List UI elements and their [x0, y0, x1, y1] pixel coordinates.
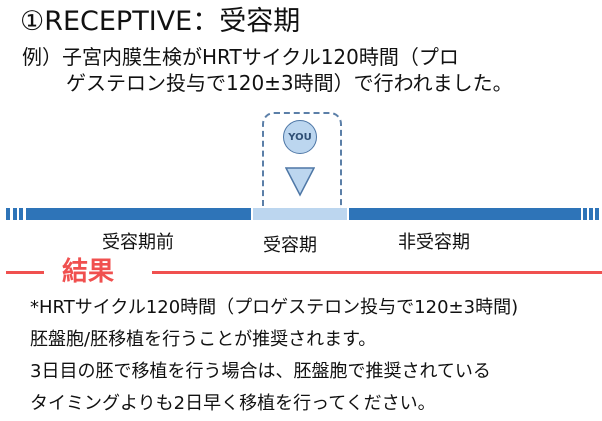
result-line-4: タイミングよりも2日早く移植を行ってください。: [30, 393, 436, 414]
result-divider-right: [152, 271, 602, 274]
you-marker-frame: [262, 112, 342, 208]
phase-label-receptive: 受容期: [263, 235, 317, 256]
timeline-tick: [595, 208, 599, 220]
timeline-bar: [0, 208, 602, 220]
result-line-3: 3日目の胚で移植を行う場合は、胚盤胞で推奨されている: [30, 361, 491, 382]
page-title: ①RECEPTIVE：受容期: [20, 6, 301, 37]
down-triangle-icon: [284, 167, 316, 201]
timeline-tick: [6, 208, 10, 220]
example-line-2: ゲステロン投与で120±3時間）で行われました。: [66, 71, 513, 95]
you-badge: YOU: [283, 120, 317, 154]
result-heading: 結果: [62, 257, 115, 287]
result-divider-left: [6, 271, 44, 274]
timeline-tick: [13, 208, 17, 220]
timeline-tick: [583, 208, 587, 220]
timeline-segment-receptive: [253, 208, 347, 220]
phase-label-non-receptive: 非受容期: [398, 232, 470, 253]
timeline-segment-pre-receptive: [26, 208, 251, 220]
timeline-tick: [589, 208, 593, 220]
example-line-1: 例）子宮内膜生検がHRTサイクル120時間（プロ: [22, 45, 459, 69]
result-line-1: *HRTサイクル120時間（プロゲステロン投与で120±3時間): [30, 297, 519, 318]
result-line-2: 胚盤胞/胚移植を行うことが推奨されます。: [30, 329, 377, 350]
phase-label-pre-receptive: 受容期前: [102, 232, 174, 253]
timeline-tick: [19, 208, 23, 220]
you-label: YOU: [288, 131, 312, 143]
timeline-segment-non-receptive: [349, 208, 581, 220]
